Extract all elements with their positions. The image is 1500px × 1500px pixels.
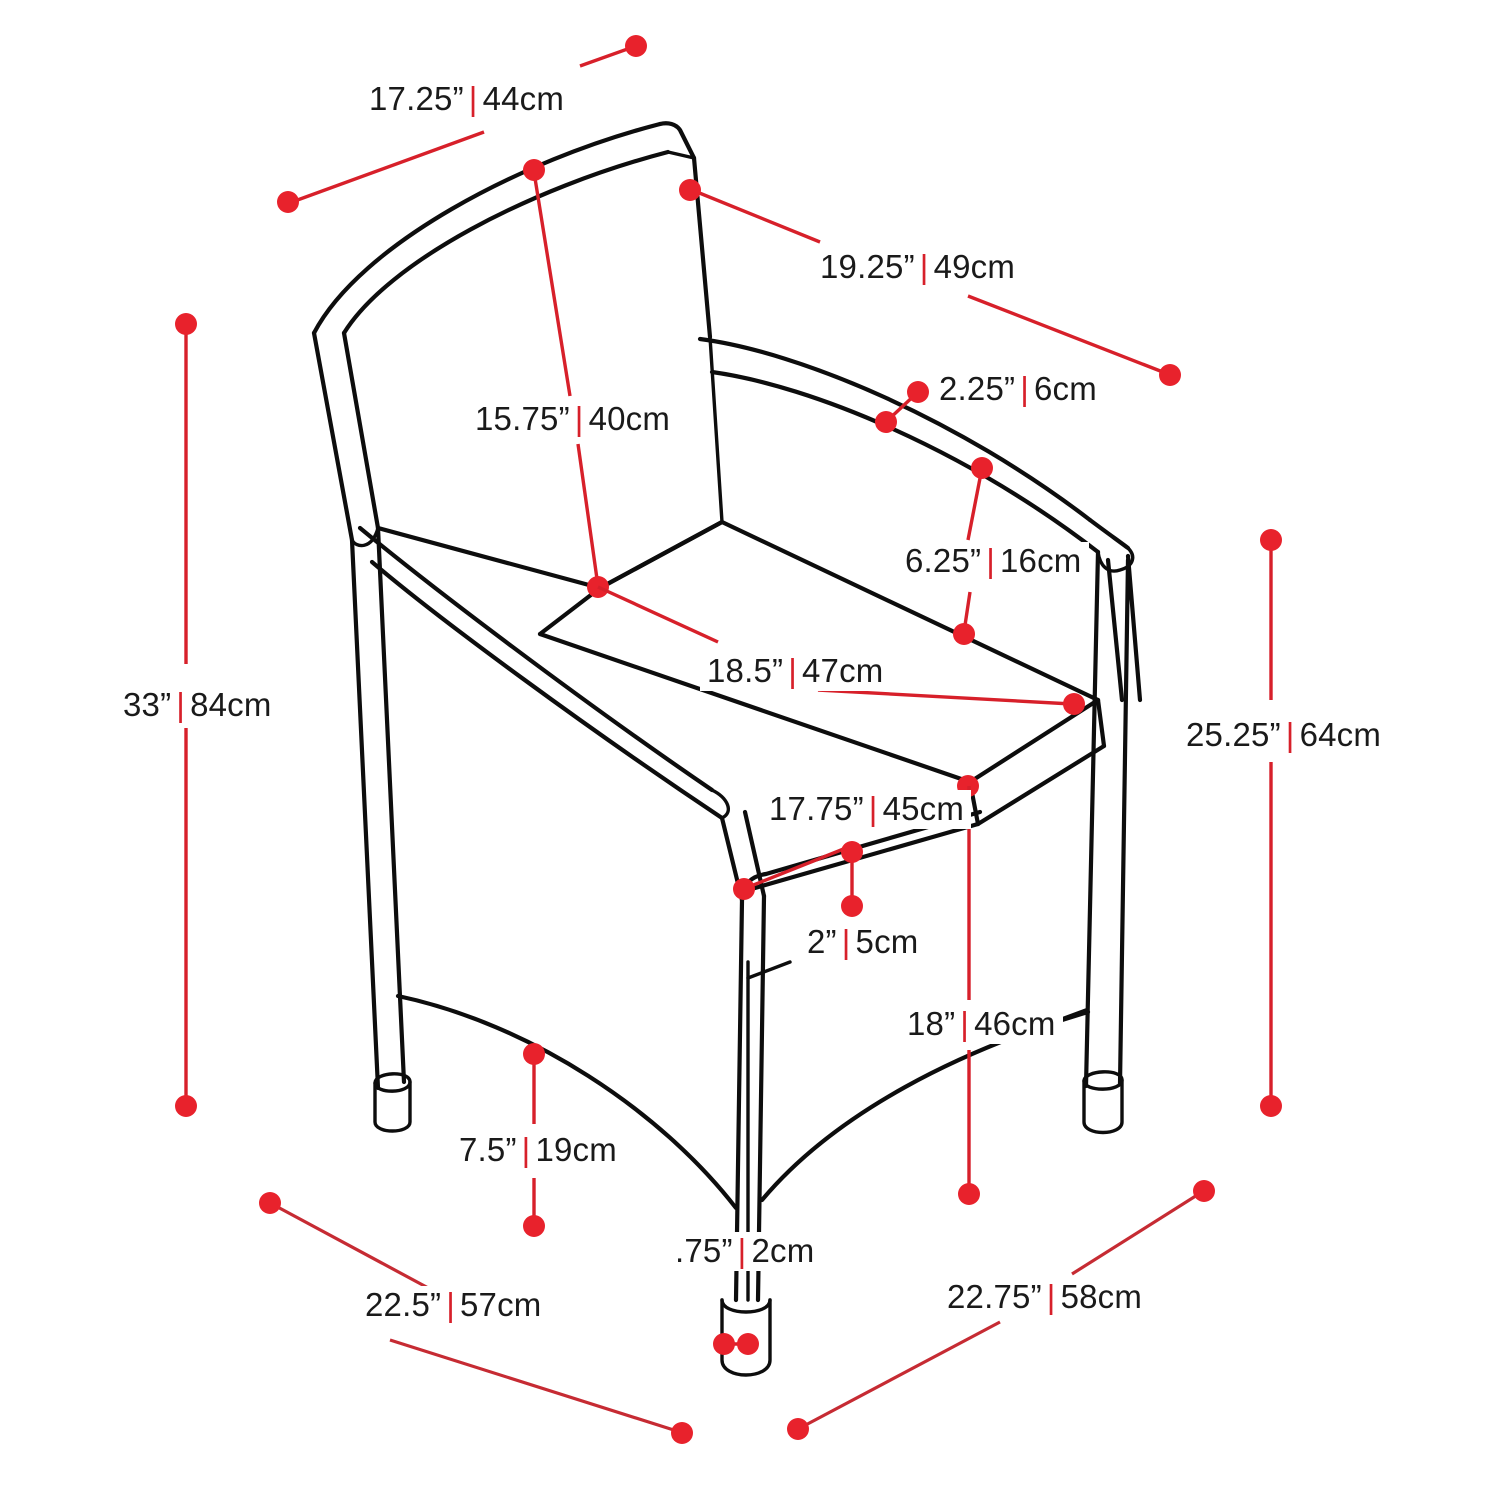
dim-value-metric: 44cm <box>482 80 565 117</box>
dim-line-depth-left <box>259 1192 693 1444</box>
dim-line-arm-height <box>1260 529 1282 1117</box>
dim-label-armrest-thickness: 2.25”|6cm <box>932 370 1104 409</box>
dim-value-imperial: 18.5” <box>707 652 784 689</box>
dim-value-metric: 6cm <box>1034 370 1097 407</box>
dim-value-imperial: 19.25” <box>820 248 915 285</box>
dim-label-arm-to-seat: 6.25”|16cm <box>898 542 1089 581</box>
chair-legs <box>349 525 1131 1377</box>
dim-value-imperial: 2.25” <box>939 370 1016 407</box>
dim-separator: | <box>841 923 851 960</box>
dim-line-seat-height <box>958 786 980 1205</box>
dim-value-imperial: 25.25” <box>1186 716 1281 753</box>
dim-label-overall-width: 19.25”|49cm <box>813 248 1023 287</box>
dim-value-metric: 49cm <box>933 248 1016 285</box>
dim-value-imperial: 22.5” <box>365 1286 442 1323</box>
dim-line-seat-frame-thickness <box>841 841 863 917</box>
chair-backrest <box>311 121 725 591</box>
dim-label-backrest-width: 17.25”|44cm <box>362 80 572 119</box>
dim-label-depth-left: 22.5”|57cm <box>358 1286 549 1325</box>
dim-value-metric: 57cm <box>460 1286 542 1323</box>
dim-label-backrest-height: 15.75”|40cm <box>468 400 678 439</box>
dim-separator: | <box>737 1232 747 1269</box>
dim-value-metric: 47cm <box>802 652 884 689</box>
dim-line-overall-width <box>679 179 1181 386</box>
dim-separator: | <box>919 248 929 285</box>
dim-value-imperial: .75” <box>675 1232 733 1269</box>
dim-label-arm-height: 25.25”|64cm <box>1179 716 1389 755</box>
dim-line-overall-height <box>175 313 197 1117</box>
dim-value-metric: 46cm <box>974 1005 1056 1042</box>
dim-separator: | <box>521 1131 531 1168</box>
dim-value-imperial: 7.5” <box>459 1131 517 1168</box>
dim-value-metric: 40cm <box>588 400 671 437</box>
dim-label-stretcher-height: 7.5”|19cm <box>452 1131 624 1170</box>
dim-value-metric: 2cm <box>751 1232 815 1269</box>
dim-value-imperial: 2” <box>807 923 837 960</box>
dim-label-seat-frame-thickness: 2”|5cm <box>800 923 926 962</box>
dim-line-backrest-height <box>523 159 609 598</box>
dim-separator: | <box>1046 1278 1056 1315</box>
dim-separator: | <box>788 652 797 689</box>
dim-separator: | <box>1020 370 1029 407</box>
dim-line-leg-diameter <box>713 1333 759 1355</box>
dim-separator: | <box>986 542 995 579</box>
dim-line-backrest-width <box>277 35 647 213</box>
dim-separator: | <box>446 1286 455 1323</box>
dim-label-depth-right: 22.75”|58cm <box>940 1278 1150 1317</box>
dim-value-imperial: 17.75” <box>769 790 864 827</box>
dim-value-metric: 64cm <box>1299 716 1382 753</box>
dim-value-metric: 84cm <box>190 686 272 723</box>
dim-line-depth-right <box>787 1180 1215 1440</box>
dim-separator: | <box>1285 716 1295 753</box>
dim-value-imperial: 17.25” <box>369 80 464 117</box>
dim-label-seat-width: 17.75”|45cm <box>762 790 972 829</box>
dim-value-imperial: 15.75” <box>475 400 570 437</box>
dim-line-arm-to-seat <box>953 457 993 645</box>
dim-separator: | <box>960 1005 970 1042</box>
dim-separator: | <box>574 400 584 437</box>
dim-separator: | <box>468 80 478 117</box>
dim-value-metric: 45cm <box>882 790 965 827</box>
dim-value-imperial: 33” <box>123 686 172 723</box>
dim-value-imperial: 22.75” <box>947 1278 1042 1315</box>
dim-separator: | <box>176 686 186 723</box>
dim-separator: | <box>868 790 878 827</box>
dim-value-imperial: 18” <box>907 1005 956 1042</box>
dim-label-leg-diameter: .75”|2cm <box>668 1232 822 1271</box>
dim-label-overall-height: 33”|84cm <box>116 686 279 725</box>
dim-value-imperial: 6.25” <box>905 542 982 579</box>
dim-value-metric: 58cm <box>1060 1278 1143 1315</box>
dim-line-seat-depth <box>597 585 1085 715</box>
dim-label-seat-height: 18”|46cm <box>900 1005 1063 1044</box>
dim-line-armrest-thickness <box>875 381 929 433</box>
chair-seat <box>537 519 1107 903</box>
dim-value-metric: 19cm <box>535 1131 617 1168</box>
dim-line-stretcher-height <box>523 1043 545 1237</box>
dim-label-seat-depth: 18.5”|47cm <box>700 652 891 691</box>
dim-value-metric: 16cm <box>1000 542 1082 579</box>
dim-value-metric: 5cm <box>855 923 919 960</box>
